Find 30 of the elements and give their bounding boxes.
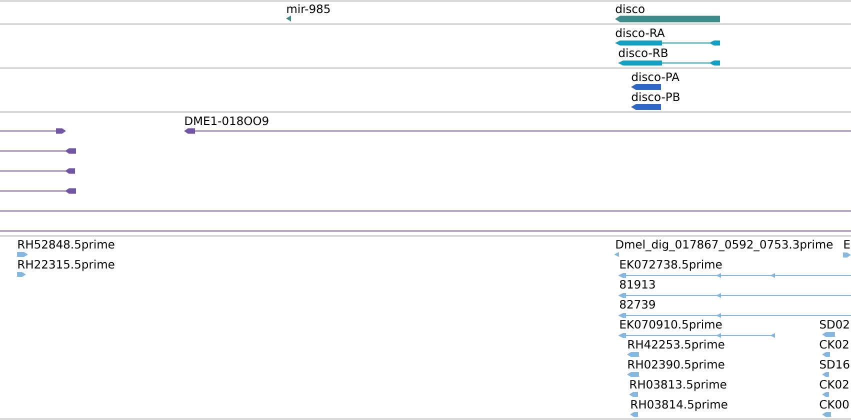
feature-label: disco-PB [632,92,680,102]
track-line [0,230,851,232]
feature-label: mir-985 [287,4,330,14]
feature-label: CK00 [820,400,849,409]
track-line [0,210,851,212]
feature-label: disco [616,4,644,14]
feature-label: RH02390.5prime [628,360,724,371]
feature-label: 81913 [620,280,655,289]
feature-label: DME1-018OO9 [185,116,268,126]
feature-label: Dmel_dig_017867_0592_0753.3prime [616,240,833,252]
feature-label: 82739 [620,300,655,309]
feature-label: disco-RA [616,28,665,38]
feature-label: SD16 [820,360,850,369]
feature-label: RH42253.5prime [628,340,724,351]
arrow-line [0,188,76,194]
feature-label: SD02 [820,320,849,329]
feature-label: RH03813.5prime [630,380,726,391]
feature-label: CK02 [820,340,848,349]
arrow-line [0,128,66,134]
arrow-line [0,168,76,174]
feature-label: disco-PA [632,72,680,82]
feature-label: RH03814.5prime [631,400,728,411]
arrow-line [0,148,76,154]
feature-label: EK072738.5prime [620,260,722,271]
feature-label: RH52848.5prime [18,240,114,251]
feature-label: CK02 [820,380,848,389]
feature-label: E [844,240,850,248]
feature-label: disco-RB [618,48,668,58]
feature-label: EK070910.5prime [620,320,722,331]
feature-label: RH22315.5prime [18,260,114,271]
